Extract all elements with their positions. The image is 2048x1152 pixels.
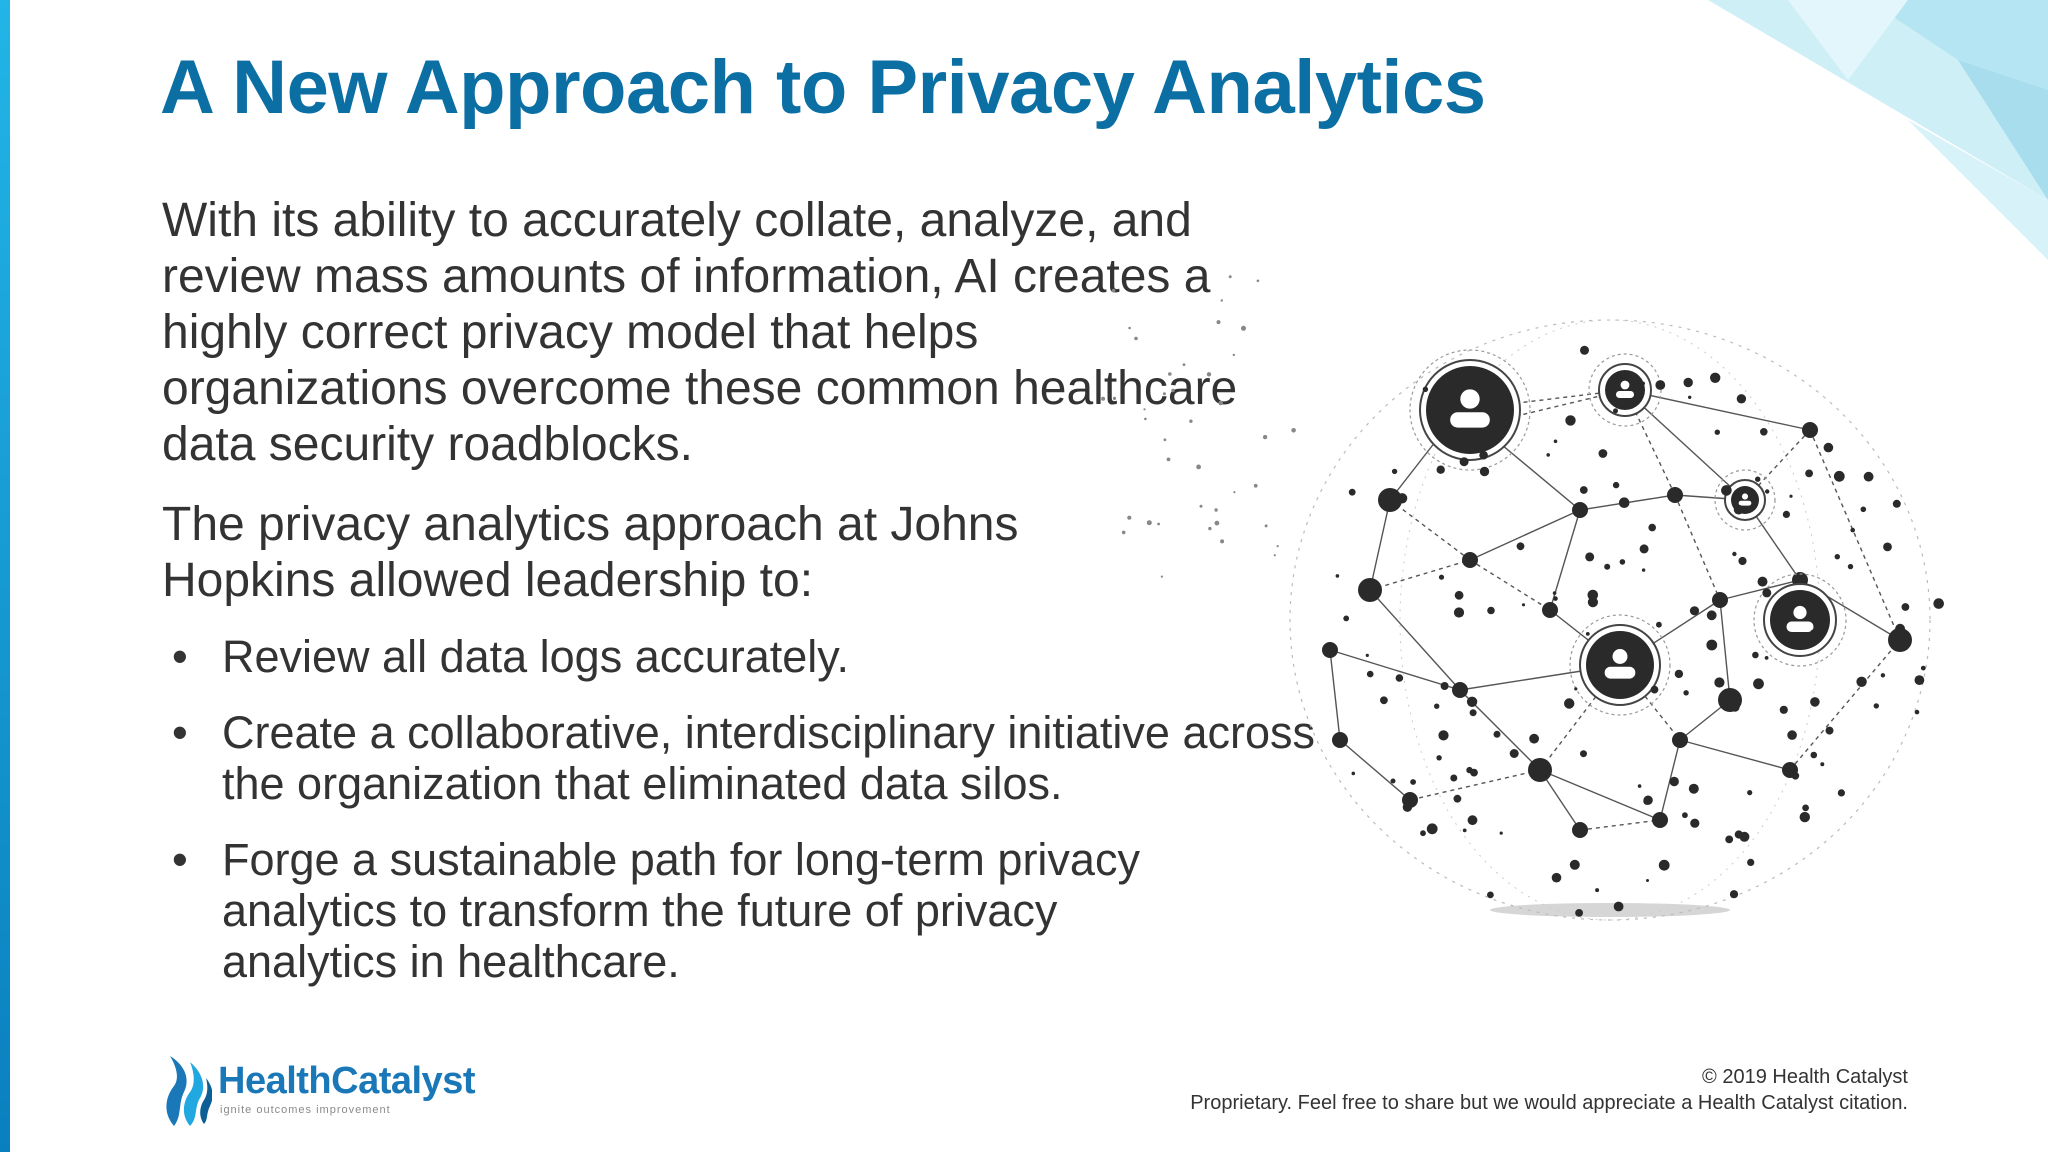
citation-notice: Proprietary. Feel free to share but we w… bbox=[1190, 1092, 1908, 1114]
lead-in-paragraph: The privacy analytics approach at Johns … bbox=[162, 498, 1019, 607]
bullet-marker: • bbox=[172, 631, 188, 682]
health-catalyst-logo: HealthCatalyst ignite outcomes improveme… bbox=[160, 1052, 480, 1128]
slide-title: A New Approach to Privacy Analytics bbox=[160, 45, 1486, 130]
flame-logo-icon bbox=[166, 1056, 212, 1126]
list-item: • Review all data logs accurately. bbox=[162, 631, 1312, 682]
list-item: • Forge a sustainable path for long-term… bbox=[162, 834, 1232, 987]
network-globe-icon bbox=[1101, 275, 1944, 921]
intro-paragraph: With its ability to accurately collate, … bbox=[162, 194, 1238, 471]
list-item: • Create a collaborative, interdisciplin… bbox=[162, 707, 1322, 809]
footer: © 2019 Health Catalyst Proprietary. Feel… bbox=[1190, 1064, 1908, 1116]
bullet-text: Create a collaborative, interdisciplinar… bbox=[222, 707, 1315, 809]
bullet-text: Review all data logs accurately. bbox=[222, 631, 849, 682]
bullet-marker: • bbox=[172, 834, 188, 885]
slide-body: With its ability to accurately collate, … bbox=[162, 193, 1315, 1012]
background-decoration bbox=[1708, 0, 2048, 260]
logo-wordmark: HealthCatalyst bbox=[218, 1060, 475, 1102]
bullet-text: Forge a sustainable path for long-term p… bbox=[222, 834, 1140, 987]
copyright-text: © 2019 Health Catalyst bbox=[1702, 1066, 1908, 1088]
bullet-marker: • bbox=[172, 707, 188, 758]
bullet-list: • Review all data logs accurately. • Cre… bbox=[162, 631, 1315, 987]
logo-tagline: ignite outcomes improvement bbox=[220, 1104, 391, 1116]
accent-bar bbox=[0, 0, 10, 1152]
